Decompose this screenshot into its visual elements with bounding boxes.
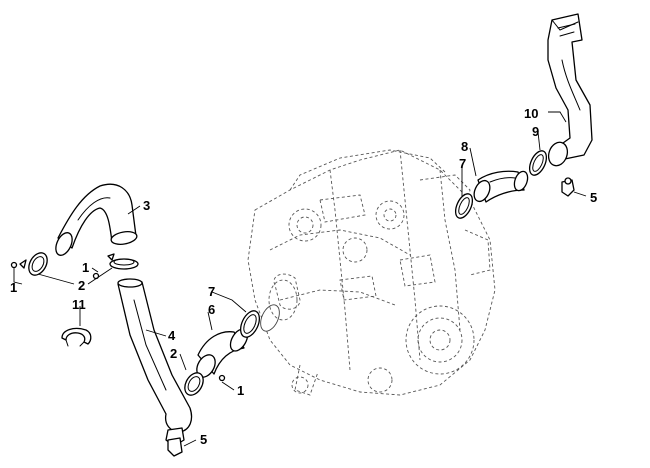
callout-11: 11 [72,297,86,312]
hose-clamp-7-upper [454,193,474,219]
callout-6: 6 [208,302,215,317]
fastener-5-upper [561,177,575,197]
hose-clamp-2-left [19,252,48,276]
hose-coupler-8 [473,170,529,203]
callout-5-upper: 5 [590,190,597,205]
engine-phantom [247,149,496,396]
leader-lines [13,111,587,447]
hose-clamp-2-mid [107,253,139,270]
callout-3: 3 [143,198,150,213]
callout-2-lower: 2 [170,346,177,361]
retaining-clip-11 [61,327,92,347]
callout-1-mid: 1 [82,260,89,275]
hose-clamp-7-lower [239,310,261,338]
intake-duct-10 [547,13,593,167]
engine-inlet-ring [260,279,298,332]
callout-2-upper: 2 [78,278,85,293]
fastener-5-lower [167,437,183,457]
callout-1-left: 1 [10,280,17,295]
callout-10: 10 [524,106,538,121]
callout-4: 4 [168,328,176,343]
intake-duct-3 [55,183,138,256]
callout-8: 8 [461,139,468,154]
hose-clamp-2-lower [184,372,204,396]
callout-5-lower: 5 [200,432,207,447]
callout-1-lower: 1 [237,383,244,398]
callout-7-lower: 7 [208,284,215,299]
callout-labels: 10 9 8 7 5 3 1 1 2 11 4 7 6 2 1 5 [10,106,597,447]
callout-9: 9 [532,124,539,139]
screw-1-left [10,261,18,269]
callout-7-upper: 7 [459,156,466,171]
screw-1-lower [218,374,226,382]
hose-clamp-9 [528,150,548,176]
intake-tube-4 [117,278,193,447]
